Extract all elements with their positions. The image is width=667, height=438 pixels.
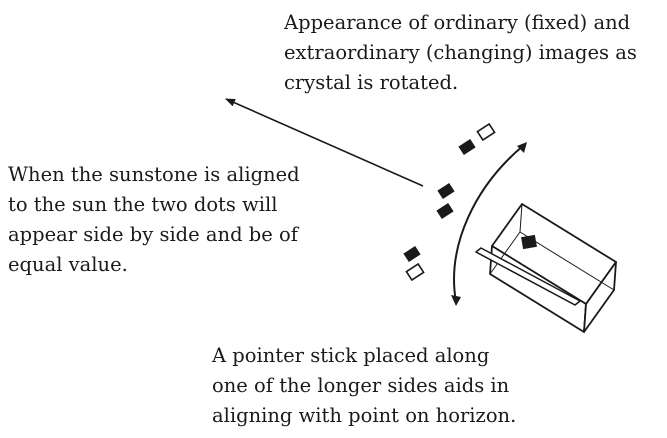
image-dots <box>403 122 496 282</box>
ordinary-image-dot <box>437 182 455 200</box>
caption-line: to the sun the two dots will <box>8 193 278 216</box>
extraordinary-image-dot <box>476 122 496 142</box>
caption-alignment: When the sunstone is aligned to the sun … <box>8 160 300 280</box>
ordinary-image-dot <box>403 245 421 263</box>
ordinary-image-dot <box>458 138 476 156</box>
caption-line: A pointer stick placed along <box>212 344 490 367</box>
extraordinary-image-dot <box>436 202 454 220</box>
caption-image-appearance: Appearance of ordinary (fixed) and extra… <box>284 8 637 98</box>
caption-pointer-stick: A pointer stick placed along one of the … <box>212 341 516 431</box>
caption-line: appear side by side and be of <box>8 223 298 246</box>
caption-line: extraordinary (changing) images as <box>284 41 637 64</box>
rotation-arrowhead-top <box>517 142 527 153</box>
caption-line: When the sunstone is aligned <box>8 163 300 186</box>
crystal-spot <box>521 234 537 250</box>
caption-line: crystal is rotated. <box>284 71 459 94</box>
crystal-hidden-edge <box>489 231 521 275</box>
rotation-arrow <box>453 144 525 303</box>
rotation-arrowhead-bottom <box>451 295 461 306</box>
pointer-stick <box>475 247 581 306</box>
caption-line: one of the longer sides aids in <box>212 374 510 397</box>
pointer-arrow <box>225 98 424 187</box>
caption-line: Appearance of ordinary (fixed) and <box>284 11 631 34</box>
caption-line: equal value. <box>8 253 128 276</box>
extraordinary-image-dot <box>405 262 425 282</box>
crystal-hidden-edge <box>519 203 523 233</box>
caption-line: aligning with point on horizon. <box>212 404 517 427</box>
